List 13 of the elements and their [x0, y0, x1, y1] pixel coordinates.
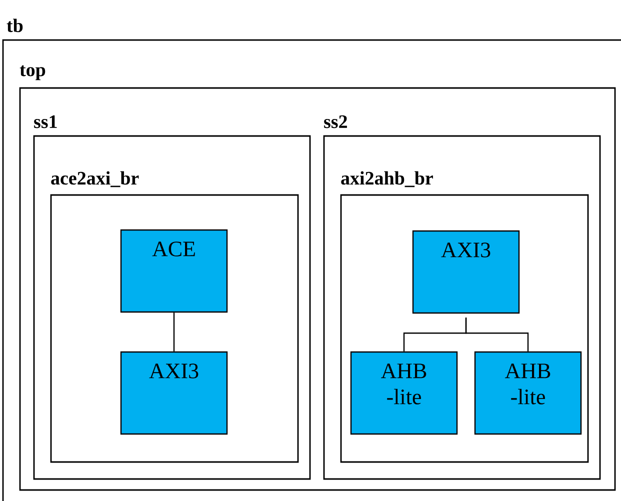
connector-line — [173, 312, 175, 352]
node-label: top — [20, 65, 46, 80]
connector-line — [465, 318, 529, 352]
block-box: AXI3 — [120, 351, 228, 435]
block-box: ACE — [120, 229, 228, 313]
block-box: AHB -lite — [350, 351, 458, 435]
block-box: AXI3 — [412, 230, 520, 314]
block-box: AHB -lite — [474, 351, 582, 435]
node-label: ss2 — [324, 115, 347, 128]
node-label: ss1 — [34, 115, 57, 128]
node-label: tb — [6, 18, 23, 32]
node-label: axi2ahb_br — [341, 171, 433, 188]
node-label: ace2axi_br — [51, 171, 139, 188]
